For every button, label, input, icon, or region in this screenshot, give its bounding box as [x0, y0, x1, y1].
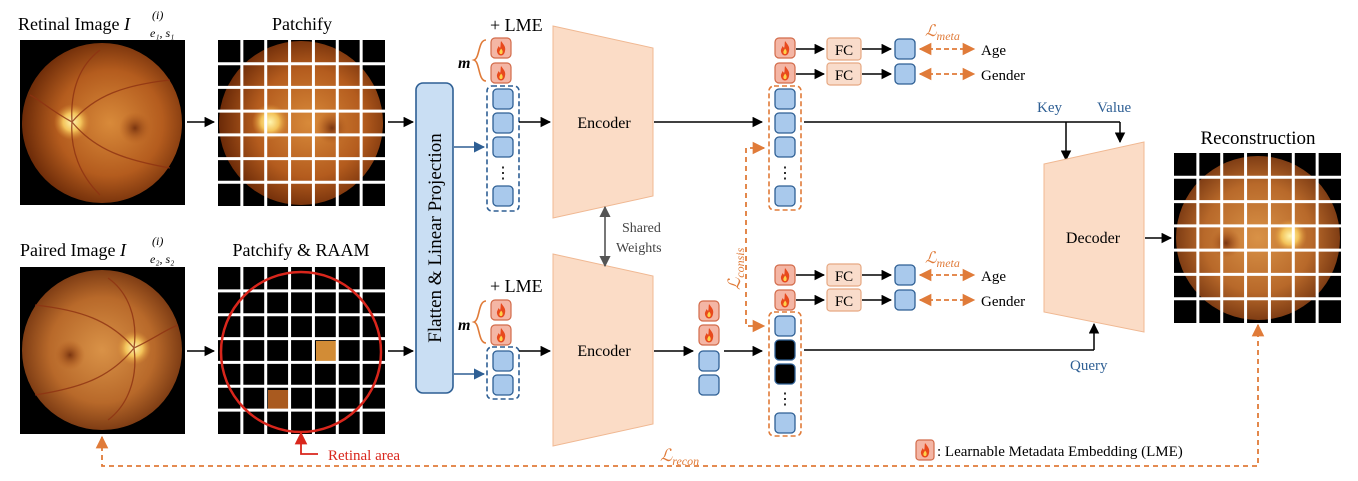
legend: : Learnable Metadata Embedding (LME) [915, 439, 1183, 461]
patch-token [492, 88, 514, 110]
svg-text:Age: Age [981, 269, 1006, 285]
svg-text:Retinal Image I: Retinal Image I [18, 14, 131, 34]
lme-token-enc-1 [698, 300, 720, 322]
reconstruction-loss: ℒrecon [95, 323, 1265, 468]
consistency-loss: ℒconsis [725, 141, 766, 333]
lme-token-top-1 [490, 37, 512, 59]
svg-text:Query: Query [1070, 358, 1108, 374]
m-brace-top [471, 39, 487, 82]
lme-token-enc-2 [698, 324, 720, 346]
key-value-lines: Key Value [804, 100, 1131, 162]
mask-token [774, 363, 796, 385]
retinal-image [20, 40, 185, 205]
lme-token-bottom-2 [490, 324, 512, 346]
gender-head-top: FC Gender [796, 62, 1025, 86]
lme-bottom-label: + LME [490, 276, 543, 296]
meta-output-token [894, 289, 916, 311]
svg-text:Key: Key [1037, 100, 1062, 116]
flame-icon [915, 439, 935, 461]
patchify-raam-grid [218, 267, 385, 434]
reconstruction-label: Reconstruction [1200, 128, 1316, 149]
ellipsis-latent-top: ⋮ [777, 165, 793, 182]
lme-token-top-2 [490, 62, 512, 84]
mask-token [774, 339, 796, 361]
patchify-grid [218, 40, 385, 206]
svg-text:Encoder: Encoder [577, 343, 631, 360]
latent-token [774, 88, 796, 110]
patch-token [492, 374, 514, 396]
svg-text:Flatten & Linear Projection: Flatten & Linear Projection [425, 133, 446, 343]
m-brace-bottom [471, 300, 487, 344]
latent-token [774, 136, 796, 158]
m-bottom-label: m [458, 317, 470, 334]
patch-token [492, 350, 514, 372]
svg-text:e₁, s₁: e₁, s₁ [150, 26, 174, 40]
lme-token-bottom-1 [490, 299, 512, 321]
reconstruction-grid [1174, 153, 1341, 323]
meta-output-token [894, 63, 916, 85]
svg-text:e₂, s₂: e₂, s₂ [150, 252, 174, 266]
age-head-bottom: FC Age [796, 263, 1006, 287]
svg-text:Age: Age [981, 43, 1006, 59]
meta-loss-bottom: ℒmeta [925, 250, 960, 270]
svg-text:FC: FC [835, 269, 853, 285]
visible-token [698, 374, 720, 396]
latent-token [774, 112, 796, 134]
latent-token [774, 315, 796, 337]
svg-text:(i): (i) [152, 8, 163, 22]
svg-text:Decoder: Decoder [1066, 230, 1121, 247]
meta-output-token [894, 264, 916, 286]
ellipsis-latent-bottom: ⋮ [777, 391, 793, 408]
meta-output-token [894, 38, 916, 60]
svg-text:Retinal area: Retinal area [328, 448, 400, 464]
svg-text:FC: FC [835, 43, 853, 59]
shared-weights-label-2: Weights [616, 241, 662, 256]
retinal-image-title: Retinal Image I (i) e₁, s₁ [18, 8, 174, 40]
paired-image-title: Paired Image I (i) e₂, s₂ [20, 234, 174, 266]
shared-weights-label-1: Shared [622, 221, 661, 236]
latent-token-group-top [768, 85, 802, 211]
ellipsis-top: ⋮ [495, 165, 511, 182]
latent-token [774, 185, 796, 207]
age-head-top: FC Age [796, 37, 1006, 61]
svg-text:FC: FC [835, 68, 853, 84]
svg-text:Gender: Gender [981, 294, 1025, 310]
patch-token [492, 136, 514, 158]
svg-text:ℒconsis: ℒconsis [725, 247, 747, 290]
lme-token-out-bottom-2 [774, 289, 796, 311]
latent-token [774, 412, 796, 434]
patch-token-group-top [486, 85, 520, 212]
encoder-bottom: Encoder [552, 253, 654, 447]
svg-text:: Learnable Metadata Embedding: : Learnable Metadata Embedding (LME) [937, 444, 1183, 460]
patch-token [492, 112, 514, 134]
gender-head-bottom: FC Gender [796, 288, 1025, 312]
svg-text:Paired Image I: Paired Image I [20, 240, 127, 260]
patchify-label: Patchify [272, 14, 332, 34]
visible-token [698, 350, 720, 372]
svg-text:FC: FC [835, 294, 853, 310]
decoder: Decoder [1043, 141, 1145, 333]
meta-loss-top: ℒmeta [925, 23, 960, 43]
m-top-label: m [458, 55, 470, 72]
patch-token [492, 185, 514, 207]
svg-text:Value: Value [1097, 100, 1131, 116]
lme-token-out-top-2 [774, 62, 796, 84]
linear-projection-block: Flatten & Linear Projection [415, 82, 454, 394]
paired-image [20, 267, 185, 434]
svg-text:(i): (i) [152, 234, 163, 248]
lme-token-out-bottom-1 [774, 264, 796, 286]
retinal-area-pointer: Retinal area [294, 431, 400, 464]
svg-text:ℒrecon: ℒrecon [660, 446, 699, 468]
svg-text:Gender: Gender [981, 68, 1025, 84]
encoder-top: Encoder [552, 25, 654, 219]
lme-token-out-top-1 [774, 37, 796, 59]
patchify-raam-label: Patchify & RAAM [233, 240, 370, 260]
query-line: Query [804, 322, 1108, 374]
lme-top-label: + LME [490, 15, 543, 35]
svg-text:Encoder: Encoder [577, 115, 631, 132]
